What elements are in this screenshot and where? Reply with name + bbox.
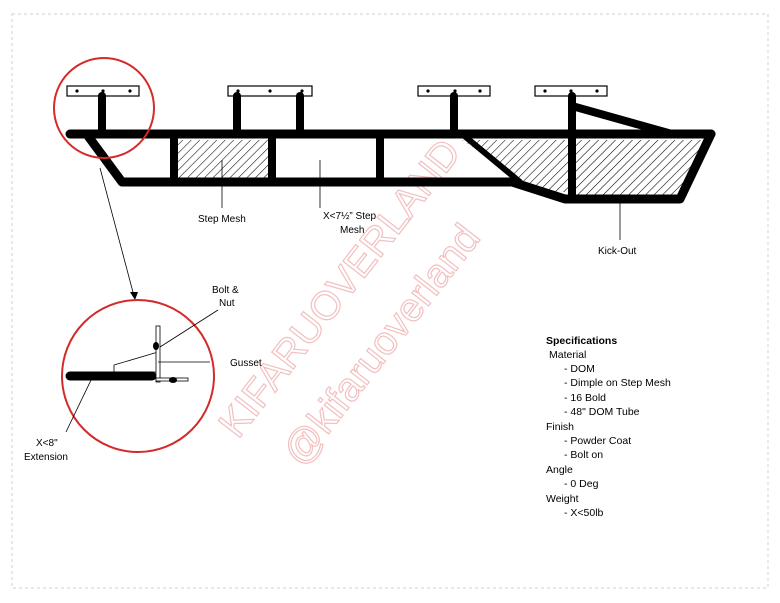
spec-material-item: - DOM	[564, 363, 595, 375]
bottom-tube	[83, 129, 716, 204]
gusset-shape	[113, 351, 159, 373]
spec-finish-item: - Powder Coat	[564, 435, 631, 447]
detail-view	[61, 299, 219, 453]
extension-label-2: Extension	[24, 452, 68, 463]
kick-out-label: Kick-Out	[598, 246, 637, 257]
spec-material-item: - Dimple on Step Mesh	[564, 377, 671, 389]
arrow-head	[130, 292, 138, 300]
detail-highlight-circle	[53, 57, 155, 159]
spec-weight-item: - X<50lb	[564, 507, 604, 519]
gusset-label: Gusset	[230, 358, 262, 369]
step-mesh-width-label-1: X<7½” Step	[323, 211, 377, 222]
spec-angle-item: - 0 Deg	[564, 478, 599, 490]
mount-plate-2	[227, 85, 313, 97]
vertical-plate	[155, 325, 161, 383]
spec-finish-item: - Bolt on	[564, 449, 603, 461]
detail-circle	[61, 299, 215, 453]
bolt-lower	[169, 377, 177, 383]
bolt-nut-label-1: Bolt &	[212, 285, 239, 296]
specifications: Specifications Material - DOM - Dimple o…	[546, 335, 671, 519]
bolt-nut-label-2: Nut	[219, 298, 235, 309]
spec-material-item: - 48" DOM Tube	[564, 406, 640, 418]
spec-material: Material	[549, 349, 586, 361]
bolt-upper	[153, 342, 159, 350]
step-mesh-hatch-left	[178, 140, 268, 178]
step-mesh-width-label-2: Mesh	[340, 225, 364, 236]
kick-out-hatch-right	[572, 140, 706, 196]
spec-angle: Angle	[546, 464, 573, 476]
page-border	[11, 13, 769, 589]
step-mesh-label: Step Mesh	[198, 214, 246, 225]
extension-label-1: X<8"	[36, 438, 58, 449]
spec-weight: Weight	[546, 493, 579, 505]
spec-material-item: - 16 Bold	[564, 392, 606, 404]
spec-finish: Finish	[546, 421, 574, 433]
spec-title: Specifications	[546, 335, 617, 347]
slider-frame	[65, 85, 716, 204]
